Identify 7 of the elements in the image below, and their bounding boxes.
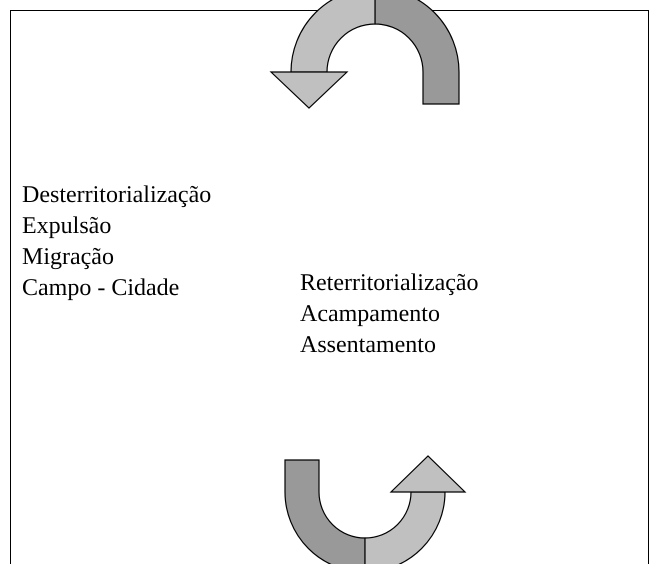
term-label: Desterritorialização xyxy=(22,181,212,210)
term-label: Reterritorialização xyxy=(300,269,479,298)
term-label: Migração xyxy=(22,243,114,272)
term-label: Campo - Cidade xyxy=(22,274,180,303)
term-label: Assentamento xyxy=(300,331,436,360)
term-label: Expulsão xyxy=(22,212,112,241)
term-label: Acampamento xyxy=(300,300,440,329)
